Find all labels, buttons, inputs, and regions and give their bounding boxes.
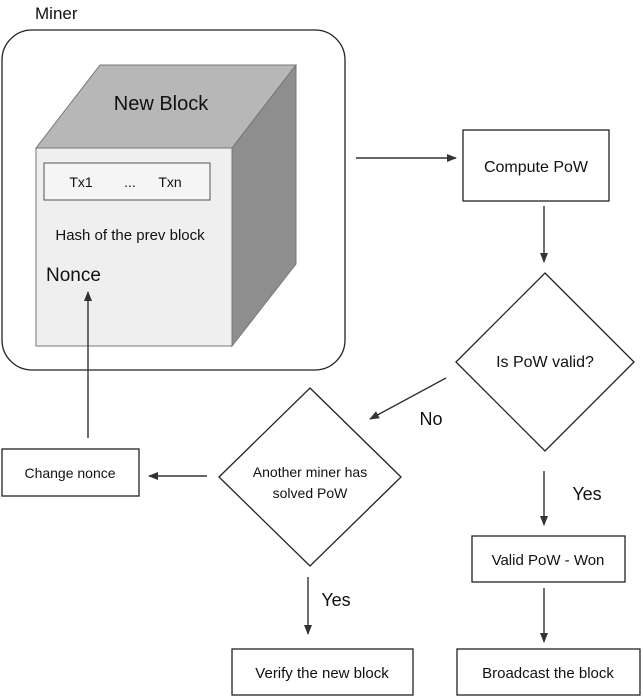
miner-container bbox=[1, 29, 346, 371]
broadcast-block-box bbox=[456, 648, 641, 696]
block-title: New Block bbox=[114, 93, 209, 115]
change-nonce-box bbox=[1, 448, 140, 497]
edge-label-no: No bbox=[419, 409, 442, 429]
tx-ellipsis: ... bbox=[124, 174, 136, 190]
change-nonce-label: Change nonce bbox=[24, 465, 115, 481]
nonce-label: Nonce bbox=[46, 265, 101, 286]
edge-label-yes-another: Yes bbox=[321, 590, 350, 610]
is-pow-valid-label: Is PoW valid? bbox=[496, 354, 594, 371]
another-miner-diamond bbox=[218, 387, 402, 567]
prev-hash-label: Hash of the prev block bbox=[55, 227, 205, 244]
verify-block-box bbox=[231, 648, 414, 696]
valid-pow-won-label: Valid PoW - Won bbox=[492, 552, 605, 569]
arrow-valid-no bbox=[369, 377, 447, 420]
compute-pow-box bbox=[462, 129, 610, 202]
valid-pow-won-box bbox=[471, 535, 626, 583]
tx-last: Txn bbox=[158, 174, 181, 190]
another-miner-label-line2: solved PoW bbox=[273, 485, 348, 501]
miner-label: Miner bbox=[35, 4, 78, 23]
compute-pow-label: Compute PoW bbox=[484, 159, 589, 176]
edge-label-yes-valid: Yes bbox=[572, 484, 601, 504]
broadcast-block-label: Broadcast the block bbox=[482, 665, 614, 682]
another-miner-label-line1: Another miner has bbox=[253, 464, 367, 480]
verify-block-label: Verify the new block bbox=[255, 665, 389, 682]
transactions-box bbox=[43, 162, 211, 201]
tx-first: Tx1 bbox=[69, 174, 93, 190]
is-pow-valid-diamond bbox=[455, 272, 635, 452]
